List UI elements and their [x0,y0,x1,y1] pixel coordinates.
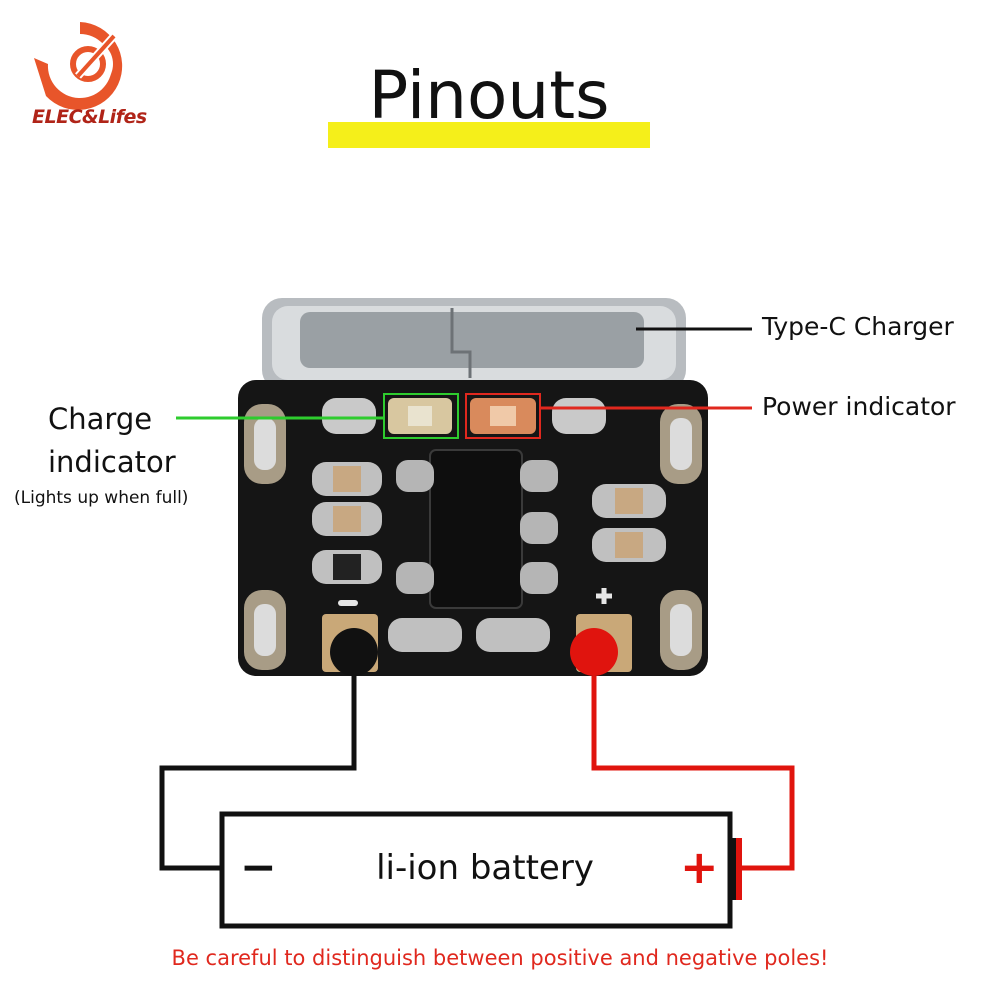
battery-negative-sign: − [240,842,277,893]
title-highlight [328,122,650,148]
charger-board [238,298,708,676]
battery-label: li-ion battery [376,848,594,888]
page-title: Pinouts [368,57,610,134]
charge-indicator-label-line1: Charge [48,402,153,436]
charge-indicator-label-line2: indicator [48,445,176,479]
charger-ic [429,449,523,609]
power-indicator-label: Power indicator [762,392,956,421]
charge-led-box [383,393,459,439]
positive-wire [591,676,795,871]
logo-text: ELEC&Lifes [32,106,147,128]
polarity-warning: Be careful to distinguish between positi… [171,946,829,970]
battery-positive-sign: + [680,840,719,894]
logo-icon [34,22,123,110]
negative-terminal-dot [330,628,378,676]
positive-terminal-dot [570,628,618,676]
power-led-box [465,393,541,439]
type-c-label: Type-C Charger [762,312,954,341]
charge-indicator-note: (Lights up when full) [14,488,189,508]
battery-body [219,811,733,929]
negative-wire [159,676,357,871]
